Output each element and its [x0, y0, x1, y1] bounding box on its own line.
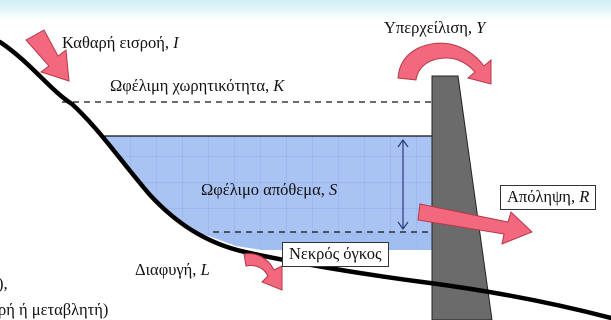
leakage-label: Διαφυγή, L [135, 260, 210, 279]
spill-variable: Y [476, 18, 486, 37]
useful-storage-label-text: Ωφέλιμο απόθεμα, [201, 180, 329, 199]
top-band [0, 0, 611, 20]
leakage-label-text: Διαφυγή, [135, 260, 201, 279]
useful-storage-label: Ωφέλιμο απόθεμα, S [201, 180, 338, 199]
release-variable: R [579, 187, 590, 206]
spill-arrow-icon [397, 42, 492, 85]
ground-line [0, 39, 611, 320]
useful-capacity-variable: K [273, 76, 285, 95]
inflow-label: Καθαρή εισροή, I [62, 33, 179, 52]
release-label: Απόληψη, R [500, 185, 597, 210]
spill-label: Υπερχείλιση, Y [384, 18, 486, 37]
release-arrow-icon [417, 203, 533, 245]
left-edge-text-line2: ρή ή μεταβλητή) [0, 300, 109, 319]
dead-volume-label: Νεκρός όγκος [282, 242, 389, 267]
dead-volume-label-text: Νεκρός όγκος [289, 244, 382, 263]
leakage-variable: L [200, 260, 210, 279]
release-label-text: Απόληψη, [507, 187, 580, 206]
inflow-label-text: Καθαρή εισροή, [62, 33, 174, 52]
useful-storage-variable: S [328, 180, 338, 199]
useful-capacity-label-text: Ωφέλιμη χωρητικότητα, [110, 76, 274, 95]
dam [431, 75, 493, 320]
useful-capacity-label: Ωφέλιμη χωρητικότητα, K [110, 76, 285, 95]
storage-range-arrow [397, 138, 409, 231]
inflow-arrow-icon [25, 29, 70, 82]
spill-label-text: Υπερχείλιση, [384, 18, 477, 37]
left-edge-text-line1: ), [0, 274, 8, 293]
leakage-arrow-icon [243, 253, 283, 291]
inflow-variable: I [173, 33, 179, 52]
